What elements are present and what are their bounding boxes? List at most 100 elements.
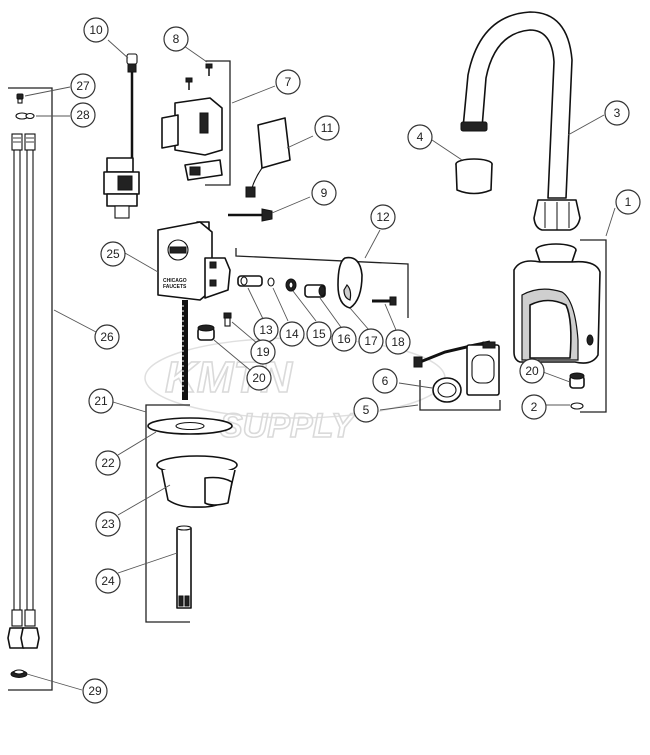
part-20-left <box>197 324 215 341</box>
part-group-12 <box>235 248 409 318</box>
svg-text:5: 5 <box>363 403 370 417</box>
watermark-supply: SUPPLY <box>220 407 357 445</box>
callout-26: 26 <box>94 324 120 350</box>
svg-text:18: 18 <box>391 335 405 349</box>
callout-17: 17 <box>358 328 384 354</box>
bracket-26 <box>8 87 53 691</box>
svg-text:2: 2 <box>531 400 538 414</box>
part-4-aerator <box>455 158 493 195</box>
part-11-sensor <box>245 117 291 198</box>
part-7-bracket <box>161 97 223 181</box>
svg-text:19: 19 <box>256 345 270 359</box>
bracket-5 <box>419 380 501 411</box>
svg-text:14: 14 <box>285 327 299 341</box>
callout-7: 7 <box>275 69 301 95</box>
part-14 <box>267 277 275 287</box>
bracket-12 <box>235 248 409 318</box>
part-2-washer <box>570 402 584 410</box>
callout-4: 4 <box>407 124 433 150</box>
callout-11: 11 <box>314 115 340 141</box>
part-15 <box>285 278 297 292</box>
leader-lines <box>24 39 616 691</box>
part-28 <box>15 112 35 120</box>
svg-text:24: 24 <box>101 574 115 588</box>
part-group-5 <box>413 340 501 411</box>
svg-text:1: 1 <box>625 195 632 209</box>
part-22-plate <box>147 417 233 435</box>
callout-6: 6 <box>372 368 398 394</box>
part-6-gasket <box>432 377 462 403</box>
callout-20-left: 20 <box>246 365 272 391</box>
svg-text:26: 26 <box>100 330 114 344</box>
svg-text:9: 9 <box>321 186 328 200</box>
svg-text:28: 28 <box>76 108 90 122</box>
svg-text:11: 11 <box>321 121 334 135</box>
callout-28: 28 <box>70 102 96 128</box>
svg-text:3: 3 <box>614 106 621 120</box>
callout-29: 29 <box>82 678 108 704</box>
part-10-solenoid <box>103 53 140 219</box>
svg-text:23: 23 <box>101 517 115 531</box>
callout-20-right: 20 <box>519 358 545 384</box>
callout-5: 5 <box>353 397 379 423</box>
svg-text:27: 27 <box>76 79 90 93</box>
part-27 <box>16 93 24 104</box>
supply-hoses <box>7 133 40 649</box>
callout-15: 15 <box>306 321 332 347</box>
callout-19: 19 <box>250 339 276 365</box>
callout-8: 8 <box>163 26 189 52</box>
callout-22: 22 <box>95 450 121 476</box>
part-25-valve-body: CHICAGO FAUCETS <box>157 221 231 400</box>
svg-text:10: 10 <box>89 23 103 37</box>
part-3-spout <box>460 11 581 231</box>
callouts: 1 2 3 4 5 6 7 8 9 10 11 12 13 14 15 16 1… <box>70 17 641 704</box>
svg-text:20: 20 <box>252 371 266 385</box>
callout-16: 16 <box>331 326 357 352</box>
callout-25: 25 <box>100 241 126 267</box>
part-9-screw <box>228 208 273 222</box>
callout-10: 10 <box>83 17 109 43</box>
part-16 <box>304 284 326 298</box>
part-19 <box>223 312 232 327</box>
callout-1: 1 <box>615 189 641 215</box>
svg-text:7: 7 <box>285 75 292 89</box>
bracket-21 <box>145 404 190 623</box>
part-17-cover <box>337 256 363 309</box>
callout-21: 21 <box>88 388 114 414</box>
part-23-escutcheon <box>156 455 238 508</box>
part-13 <box>237 275 263 287</box>
part-18-screw <box>372 296 397 306</box>
bracket-1 <box>580 239 607 413</box>
part-29 <box>10 669 28 678</box>
part-5-cover-plate <box>413 340 500 396</box>
part-8-screws <box>185 63 213 90</box>
callout-12: 12 <box>370 204 396 230</box>
bracket-7 <box>205 60 231 186</box>
part-1-body <box>513 243 601 364</box>
svg-text:17: 17 <box>364 334 378 348</box>
part-label-line1: CHICAGO <box>163 278 187 284</box>
part-20-right <box>569 372 585 389</box>
svg-text:29: 29 <box>88 684 102 698</box>
svg-text:20: 20 <box>525 364 539 378</box>
svg-text:13: 13 <box>259 323 273 337</box>
svg-text:15: 15 <box>312 327 326 341</box>
svg-text:16: 16 <box>337 332 351 346</box>
callout-13: 13 <box>253 317 279 343</box>
svg-text:8: 8 <box>173 32 180 46</box>
svg-text:12: 12 <box>376 210 390 224</box>
callout-9: 9 <box>311 180 337 206</box>
part-label-line2: FAUCETS <box>163 284 187 290</box>
callout-2: 2 <box>521 394 547 420</box>
svg-text:22: 22 <box>101 456 115 470</box>
callout-3: 3 <box>604 100 630 126</box>
svg-text:4: 4 <box>417 130 424 144</box>
svg-text:21: 21 <box>94 394 108 408</box>
part-group-1 <box>513 239 607 413</box>
part-group-21 <box>145 404 238 623</box>
svg-text:25: 25 <box>106 247 120 261</box>
part-group-7 <box>161 60 231 186</box>
callout-27: 27 <box>70 73 96 99</box>
svg-text:6: 6 <box>382 374 389 388</box>
